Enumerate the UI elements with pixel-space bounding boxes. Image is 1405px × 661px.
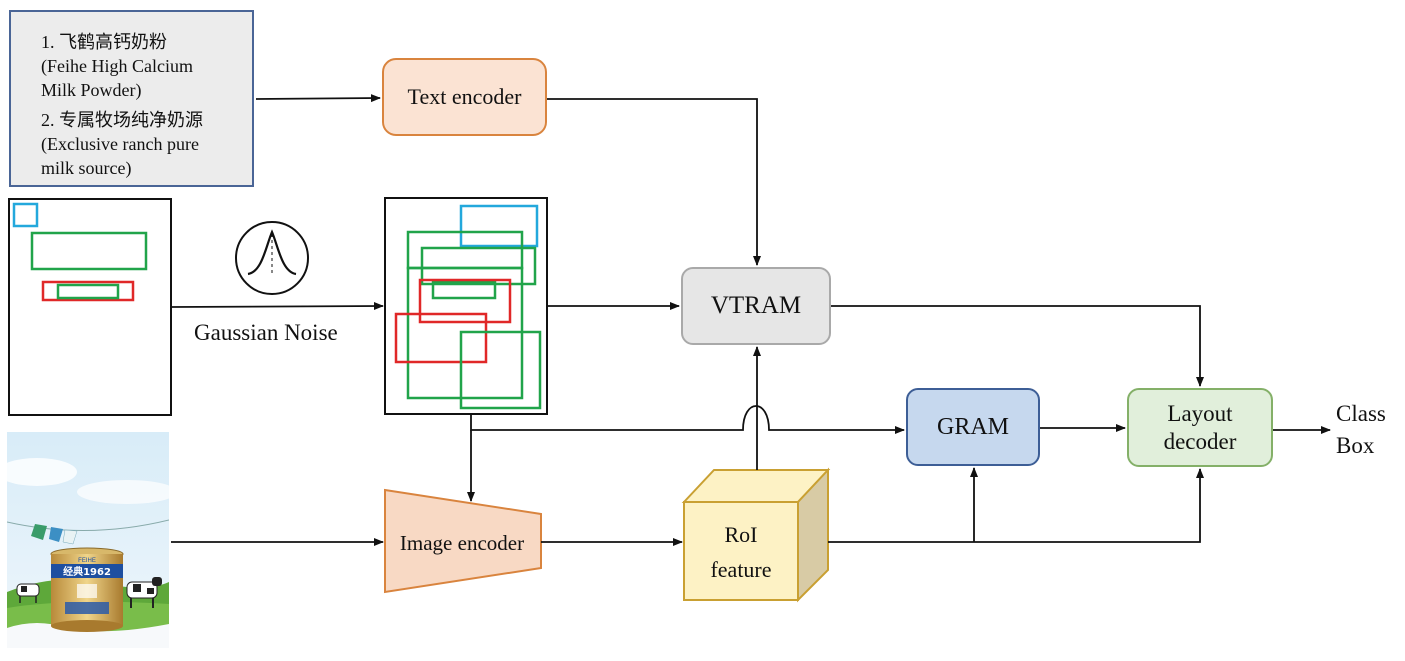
image-encoder-block: Image encoder xyxy=(384,488,542,594)
gaussian-curve-icon xyxy=(235,221,309,295)
text-prompt-box: 1. 飞鹤高钙奶粉 (Feihe High Calcium Milk Powde… xyxy=(9,10,254,187)
prompt-line-4: 2. 专属牧场纯净奶源 xyxy=(41,110,203,130)
image-encoder-label: Image encoder xyxy=(400,531,524,555)
gram-block: GRAM xyxy=(906,388,1040,466)
product-brand-text: FEIHE xyxy=(78,558,96,564)
connectors xyxy=(170,94,1331,546)
layout-sketch-noisy xyxy=(384,197,548,415)
roi-label-line1: RoI xyxy=(725,522,758,547)
vtram-label: VTRAM xyxy=(710,292,802,319)
product-name-text: 经典1962 xyxy=(63,565,111,578)
layout-decoder-label-line1: Layout xyxy=(1167,400,1233,426)
layout-decoder-label-line2: decoder xyxy=(1163,428,1237,454)
prompt-line-5: (Exclusive ranch pure xyxy=(41,134,199,154)
prompt-line-1: 1. 飞鹤高钙奶粉 xyxy=(41,32,167,52)
roi-label-line2: feature xyxy=(710,557,771,582)
gram-label: GRAM xyxy=(936,414,1009,440)
text-encoder-block: Text encoder xyxy=(382,58,547,136)
layout-decoder-block: Layout decoder xyxy=(1127,388,1273,467)
gaussian-noise-label: Gaussian Noise xyxy=(194,320,338,345)
text-encoder-label: Text encoder xyxy=(407,84,522,109)
layout-sketch-left xyxy=(8,198,172,416)
product-photo-illustration: FEIHE 经典1962 xyxy=(7,432,169,648)
vtram-block: VTRAM xyxy=(681,267,831,345)
product-photo: FEIHE 经典1962 xyxy=(7,432,169,648)
prompt-line-3: Milk Powder) xyxy=(41,80,142,100)
output-box-label: Box xyxy=(1336,433,1375,458)
roi-feature-cube: RoI feature xyxy=(681,467,831,603)
prompt-line-2: (Feihe High Calcium xyxy=(41,56,193,76)
prompt-line-6: milk source) xyxy=(41,158,132,178)
output-labels: Class Box xyxy=(1336,398,1386,462)
output-class-label: Class xyxy=(1336,401,1386,426)
